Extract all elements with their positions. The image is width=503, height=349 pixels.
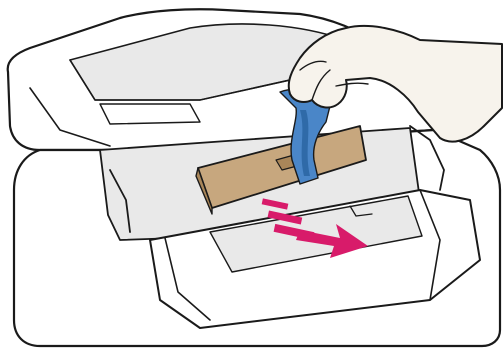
- printer-illustration: [0, 0, 503, 349]
- illustration-canvas: [0, 0, 503, 349]
